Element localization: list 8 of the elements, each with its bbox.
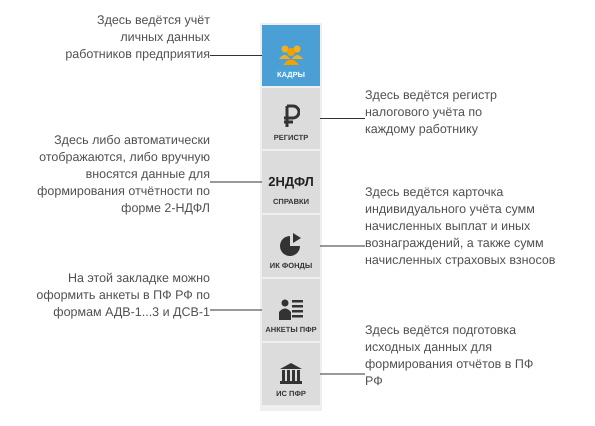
callout-text: Здесь ведётся карточка индивидуального учёта сумм начисленных выплат и иных вознаграждений, а также сумм начисленных страховых взносов: [365, 184, 565, 292]
leader-line: [320, 118, 366, 119]
leader-line: [210, 55, 262, 56]
callout-text: Здесь ведётся подготовка исходных данных для формирования отчётов в ПФ РФ: [365, 322, 535, 412]
callout-text: На этой закладке можно оформить анкеты в ПФ РФ по формам АДВ-1...3 и ДСВ-1: [35, 270, 210, 342]
callout-text: Здесь ведётся учёт личных данных работников предприятия: [60, 12, 210, 84]
callout-text: Здесь либо автоматически отображаются, либо вручную вносятся данные для формирования отчётности по форме 2-НДФЛ: [20, 132, 210, 222]
callout-text: Здесь ведётся регистр налогового учёта по каждому работнику: [365, 87, 535, 143]
